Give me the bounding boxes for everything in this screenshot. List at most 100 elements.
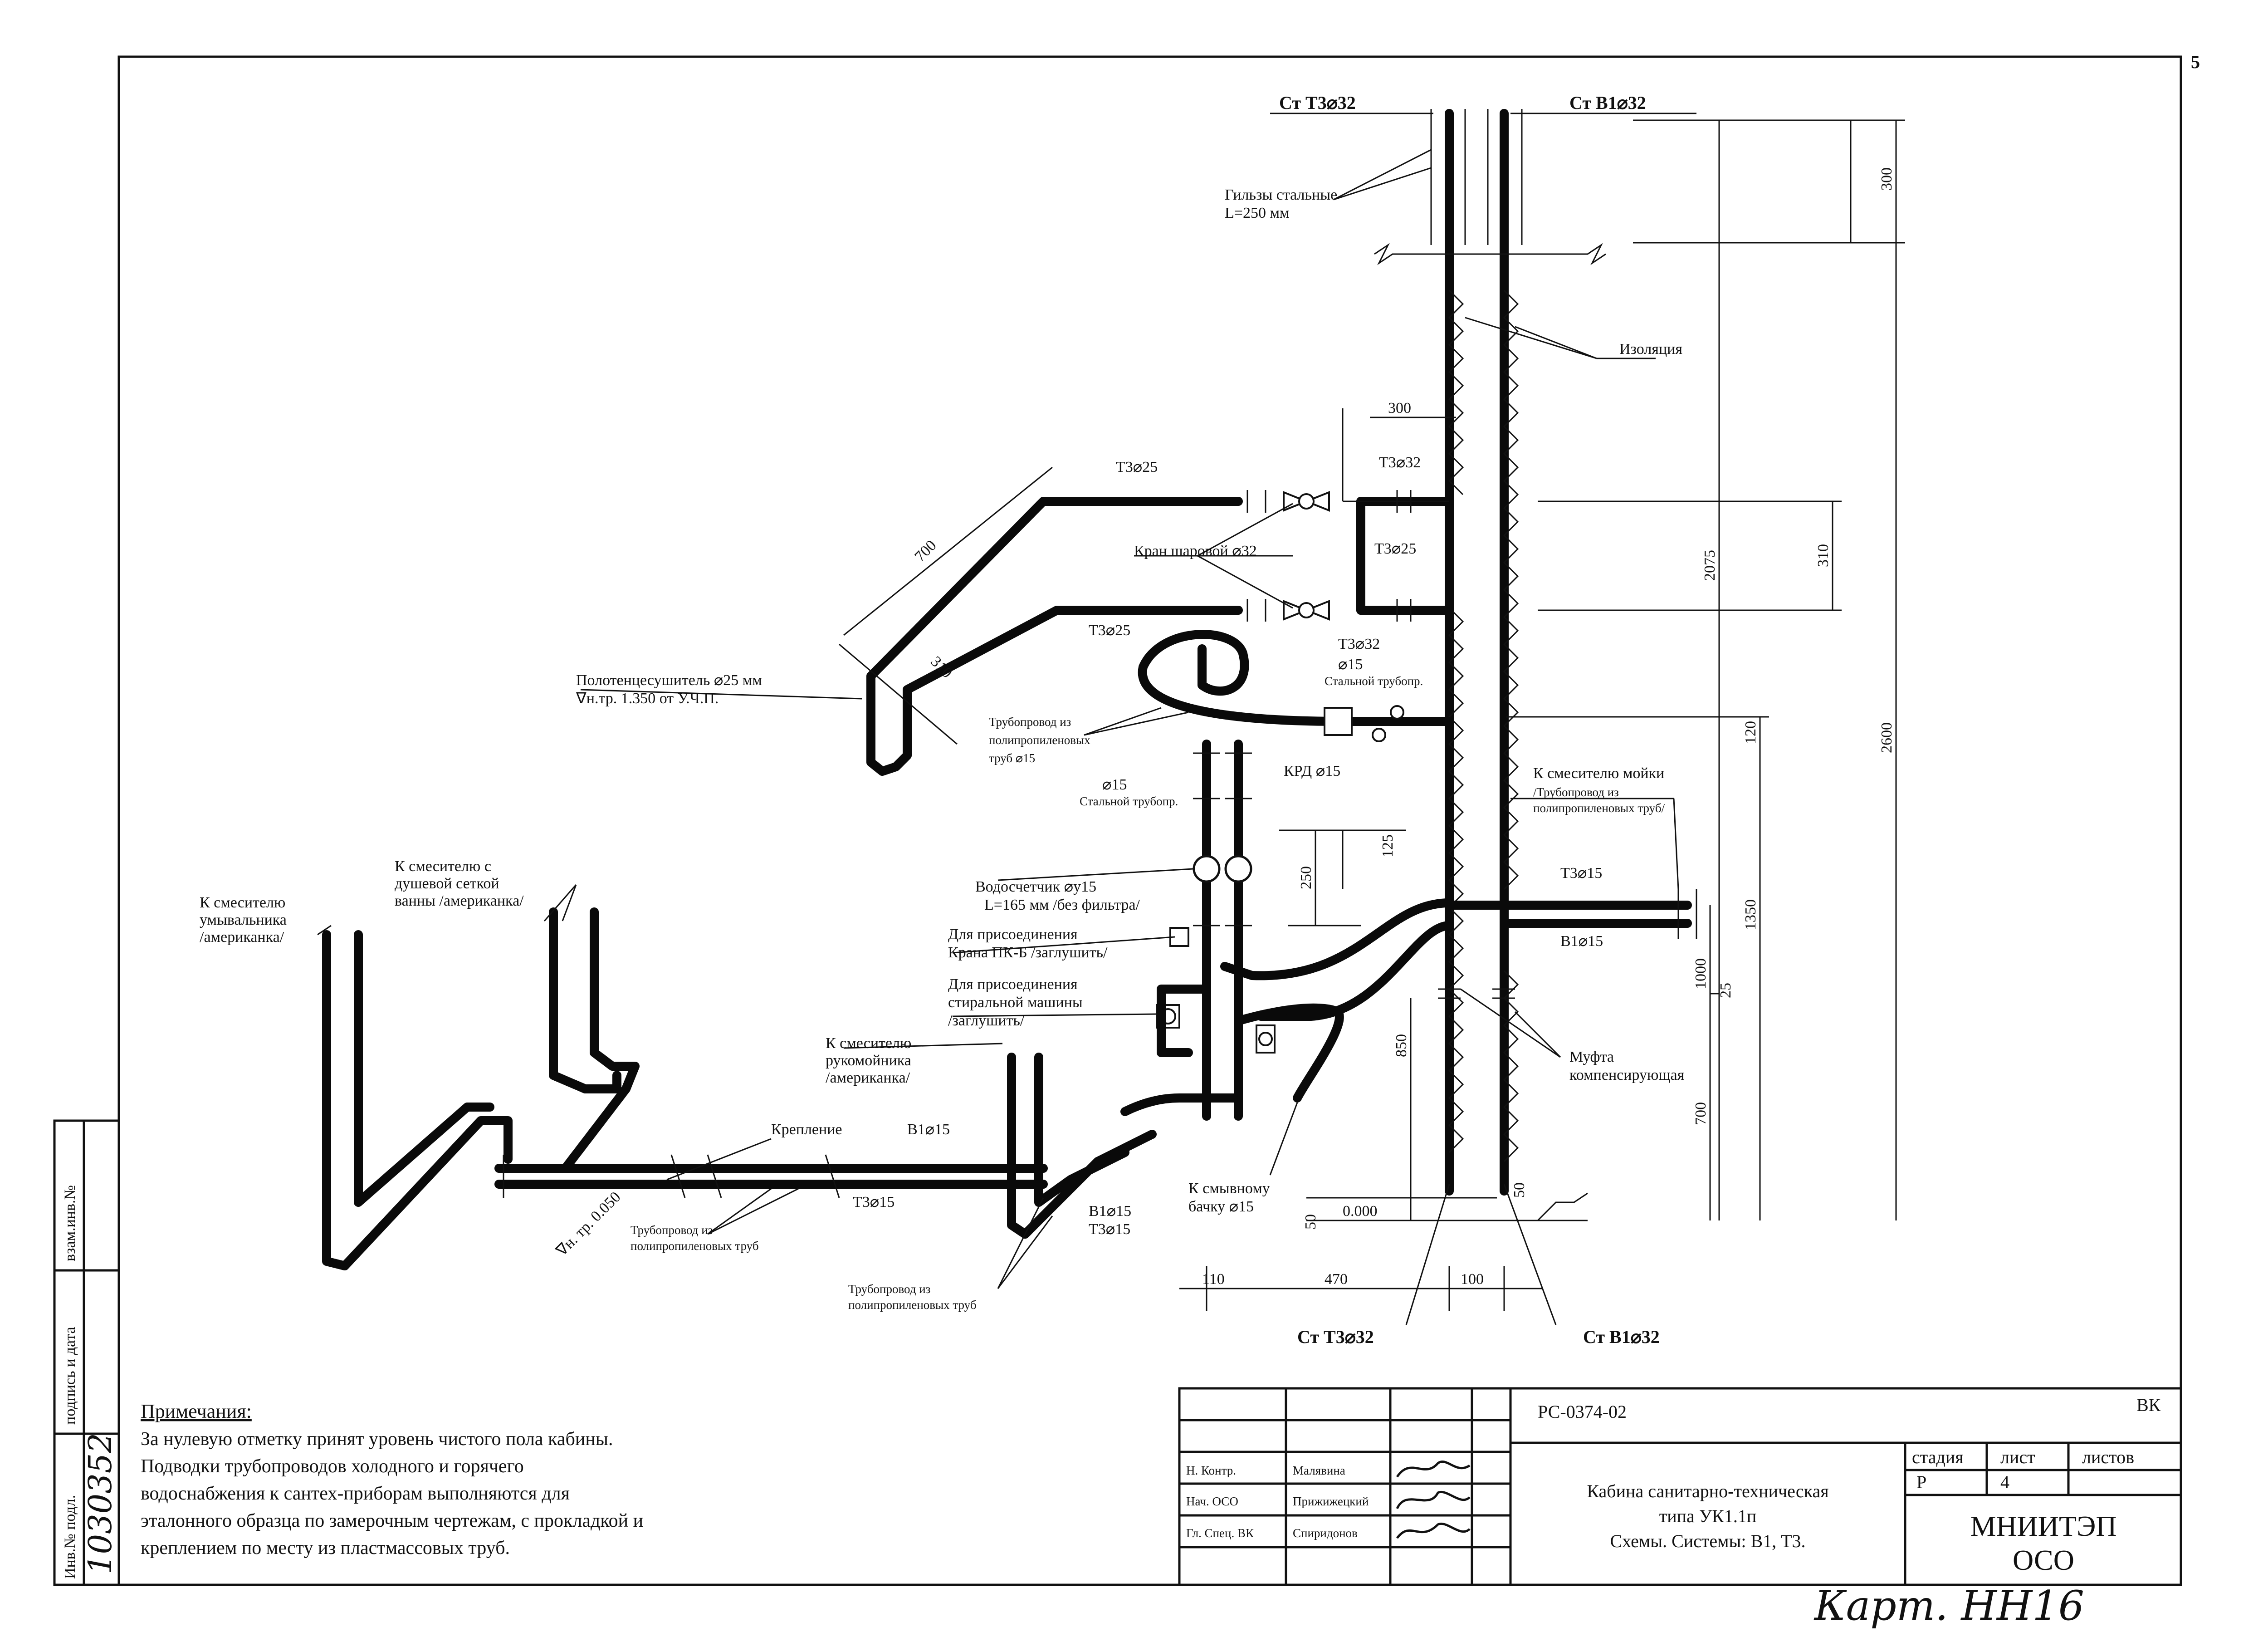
- dim-50-a: 50: [1302, 1214, 1319, 1230]
- b1-15-right-label: В1⌀15: [1560, 933, 1603, 950]
- shower-label-3: ванны /американка/: [395, 892, 524, 909]
- dim-300-h: 300: [1388, 400, 1411, 417]
- dimension-lines: [839, 119, 1905, 1311]
- pp-pipes-b-label-2: полипропиленовых труб: [848, 1298, 977, 1312]
- t3-15-low-label: Т3⌀15: [1089, 1221, 1130, 1238]
- coupling-label-1: Муфта: [1569, 1049, 1614, 1065]
- sink-mixer-label-2: /Трубопровод из: [1533, 785, 1619, 799]
- role-n-kontr: Н. Контр.: [1186, 1464, 1236, 1477]
- water-meter-label-1: Водосчетчик ⌀у15: [975, 878, 1096, 895]
- dim-310: 310: [1815, 544, 1832, 567]
- role-nach-oso: Нач. ОСО: [1186, 1495, 1238, 1508]
- risers: [1374, 109, 1606, 1196]
- left-distribution: [322, 907, 1157, 1270]
- dim-50-b: 50: [1511, 1182, 1528, 1198]
- dim-2600: 2600: [1878, 722, 1895, 753]
- handbasin-label-1: К смесителю: [826, 1035, 911, 1052]
- section-code: ВК: [2136, 1395, 2161, 1415]
- signature-2: [1396, 1490, 1471, 1509]
- shower-label-2: душевой сеткой: [395, 875, 499, 892]
- handwritten-catalog-mark: Карт. НН16: [1813, 1582, 2084, 1630]
- towel-dryer-label-2: ∇н.тр. 1.350 от У.Ч.П.: [576, 690, 719, 707]
- washer-label-1: Для присоединения: [948, 976, 1078, 993]
- sink-mixer-label-3: полипропиленовых труб/: [1533, 801, 1665, 815]
- steel-pipe-d15-b-label: ⌀15: [1102, 776, 1127, 793]
- t3-25-upper-label: Т3⌀25: [1116, 459, 1158, 475]
- stamp-podpis: подпись и дата: [62, 1327, 78, 1425]
- title-line-2: типа УК1.1п: [1659, 1506, 1756, 1526]
- notes-line-5: креплением по месту из пластмассовых тру…: [141, 1538, 510, 1558]
- fastening-label: Крепление: [771, 1121, 842, 1138]
- basin-label-2: умывальника: [200, 912, 287, 928]
- doc-code: РС-0374-02: [1538, 1402, 1627, 1422]
- notes-line-4: эталонного образца по замерочным чертежа…: [141, 1510, 643, 1531]
- towel-dryer-branch: [866, 490, 1454, 776]
- steel-pipe-a-label: Стальной трубопр.: [1325, 674, 1423, 688]
- pkb-label-2: Крана ПК-Б /заглушить/: [948, 944, 1108, 961]
- t3-32-upper-label: Т3⌀32: [1379, 454, 1421, 471]
- shower-label-1: К смесителю с: [395, 858, 491, 875]
- stage-header: стадия: [1912, 1447, 1964, 1467]
- dim-850: 850: [1393, 1034, 1410, 1057]
- b1-15-low-label: В1⌀15: [1089, 1203, 1131, 1220]
- dim-1000: 1000: [1692, 958, 1709, 989]
- title-line-1: Кабина санитарно-техническая: [1587, 1481, 1828, 1501]
- ball-valve-lower-icon: [1283, 600, 1330, 621]
- coupling-label-2: компенсирующая: [1569, 1067, 1685, 1083]
- notes-line-1: За нулевую отметку принят уровень чистог…: [141, 1429, 613, 1450]
- pp-pipes-a-label-1: Трубопровод из: [631, 1223, 713, 1237]
- name-malyavina: Малявина: [1293, 1464, 1345, 1477]
- dim-110: 110: [1202, 1271, 1225, 1288]
- stamp-vzam: взам.инв.№: [62, 1185, 78, 1261]
- sink-branch: [1438, 889, 1697, 999]
- water-meter-b1-icon: [1224, 855, 1252, 883]
- tank-label-1: К смывному: [1188, 1180, 1270, 1197]
- pp-pipes-b-label-1: Трубопровод из: [848, 1282, 930, 1296]
- notes-line-2: Подводки трубопроводов холодного и горяч…: [141, 1456, 524, 1477]
- b1-15-mid-label: В1⌀15: [907, 1121, 950, 1138]
- ball-valve-label: Кран шаровой ⌀32: [1134, 543, 1257, 559]
- dim-1350: 1350: [1742, 899, 1759, 930]
- notes-line-3: водоснабжения к сантех-приборам выполняю…: [141, 1483, 570, 1504]
- notes-heading: Примечания:: [141, 1400, 252, 1422]
- dim-700-low: 700: [1692, 1102, 1709, 1125]
- riser-t3-bottom-label: Ст Т3⌀32: [1297, 1327, 1374, 1347]
- annotations: Ст Т3⌀32 Ст В1⌀32 Гильзы стальные L=250 …: [200, 93, 1685, 1347]
- sink-mixer-label-1: К смесителю мойки: [1533, 765, 1664, 782]
- zero-level-label: 0.000: [1343, 1203, 1378, 1220]
- krd-label: КРД ⌀15: [1284, 763, 1340, 779]
- leader-lines: [317, 113, 1696, 1325]
- dim-120: 120: [1742, 721, 1759, 744]
- notes: Примечания: За нулевую отметку принят ур…: [141, 1400, 643, 1558]
- t3-15-right-label: Т3⌀15: [1560, 865, 1602, 882]
- pp-pipe-label-1: Трубопровод из: [989, 715, 1071, 729]
- role-gl-spec: Гл. Спец. ВК: [1186, 1526, 1254, 1540]
- riser-b1-bottom-label: Ст В1⌀32: [1583, 1327, 1660, 1347]
- washer-label-3: /заглушить/: [948, 1012, 1025, 1029]
- basin-label-1: К смесителю: [200, 894, 285, 911]
- signature-1: [1396, 1460, 1471, 1478]
- org-line-2: ОСО: [2013, 1544, 2074, 1576]
- sleeves-label-2: L=250 мм: [1225, 205, 1289, 221]
- handbasin-label-2: рукомойника: [826, 1052, 911, 1069]
- dimension-texts: 300 300 700 310 310 2075 2600 120 1350 1…: [911, 167, 1895, 1288]
- floor-level: [1306, 1192, 1588, 1221]
- dim-125: 125: [1379, 834, 1396, 858]
- stage-value: Р: [1916, 1472, 1926, 1492]
- dim-25: 25: [1717, 983, 1734, 998]
- t3-25-lower-label: Т3⌀25: [1089, 622, 1130, 639]
- towel-dryer-label-1: Полотенцесушитель ⌀25 мм: [576, 672, 762, 689]
- name-spiridonov: Спиридонов: [1293, 1526, 1358, 1540]
- riser-b1-top-label: Ст В1⌀32: [1569, 93, 1646, 113]
- pp-pipe-label-2: полипропиленовых: [989, 733, 1090, 747]
- tank-label-2: бачку ⌀15: [1188, 1198, 1254, 1215]
- t3-25-vertical-label: Т3⌀25: [1374, 540, 1416, 557]
- title-line-3: Схемы. Системы: В1, Т3.: [1610, 1531, 1805, 1551]
- t3-32-lower-label: Т3⌀32: [1338, 636, 1380, 652]
- sheet-frame: [117, 55, 2182, 1586]
- pp-pipe-label-3: труб ⌀15: [989, 751, 1035, 765]
- dim-300-top: 300: [1878, 167, 1895, 191]
- t3-15-mid-label: Т3⌀15: [853, 1194, 894, 1211]
- stamp-inv-number: 1030352: [82, 1433, 119, 1574]
- washer-label-2: стиральной машины: [948, 994, 1083, 1011]
